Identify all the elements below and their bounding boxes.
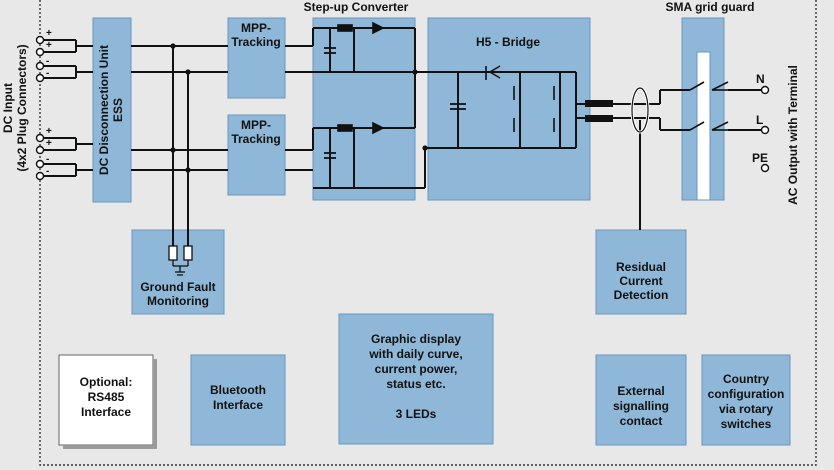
display-label-4: status etc.: [386, 377, 445, 391]
country-label-2: configuration: [708, 387, 785, 401]
current-sensor-ring: [631, 87, 649, 133]
rs485-label-2: RS485: [88, 390, 125, 404]
minus-sign-4: -: [46, 166, 49, 177]
plus-sign-1: +: [46, 28, 52, 39]
ext-signal-label-3: contact: [620, 414, 663, 428]
mpp-tracking-top-block: [227, 17, 286, 99]
minus-sign-1: -: [46, 56, 49, 67]
graphic-display-block: [338, 313, 494, 445]
ground-symbol: [172, 260, 189, 276]
grid-guard-slot: [696, 51, 711, 201]
display-label-5: 3 LEDs: [396, 407, 437, 421]
h5-bridge-title: H5 - Bridge: [476, 35, 540, 49]
country-label-1: Country: [723, 372, 769, 386]
rs485-shadow-right: [153, 359, 157, 449]
dc-disconnection-block: [92, 17, 132, 203]
ground-fault-label-2: Monitoring: [147, 294, 209, 308]
residual-label-1: Residual: [616, 260, 666, 274]
ground-fault-label-1: Ground Fault: [140, 280, 215, 294]
residual-current-block: [595, 229, 687, 315]
rs485-label-1: Optional:: [80, 375, 133, 389]
plus-sign-4: +: [46, 138, 52, 149]
step-up-capacitors: [324, 47, 466, 159]
residual-label-2: Current: [619, 274, 662, 288]
grid-guard-relays: [689, 81, 729, 131]
rs485-shadow-bottom: [63, 445, 157, 449]
grid-guard-title: SMA grid guard: [666, 0, 755, 14]
output-chokes: [585, 100, 613, 122]
mpp-tracking-bottom-block: [227, 114, 286, 196]
display-label-3: current power,: [375, 362, 458, 376]
dc-disconnect-label: DC Disconnection Unit: [97, 45, 111, 175]
country-label-3: via rotary: [719, 402, 773, 416]
bluetooth-label-1: Bluetooth: [210, 383, 266, 397]
bluetooth-block: [190, 354, 286, 446]
dc-input-label: DC Input: [1, 83, 15, 133]
external-signalling-block: [595, 354, 687, 446]
step-up-converter-block: [312, 17, 416, 201]
terminal-pe-label: PE: [752, 151, 768, 165]
dc-disconnect-sublabel: ESS: [111, 98, 125, 122]
terminal-l-label: L: [756, 113, 763, 127]
dc-wiring: [42, 27, 762, 246]
terminal-n-label: N: [756, 72, 765, 86]
display-label-2: with daily curve,: [368, 347, 462, 361]
device-frame: [39, 0, 817, 466]
mpp-bottom-label-1: MPP-: [241, 118, 271, 132]
ext-signal-label-1: External: [617, 384, 664, 398]
mpp-top-label-1: MPP-: [241, 21, 271, 35]
h5-switches: [485, 65, 555, 132]
step-up-components: [337, 21, 385, 135]
minus-sign-2: -: [46, 68, 49, 79]
input-connectors: [35, 35, 45, 181]
ext-signal-label-2: signalling: [613, 399, 669, 413]
plus-sign-3: +: [46, 126, 52, 137]
ac-output-label: AC Output with Terminal: [786, 65, 800, 205]
country-config-block: [701, 354, 791, 446]
dc-input-sublabel: (4x2 Plug Connectors): [15, 44, 29, 171]
mpp-bottom-label-2: Tracking: [231, 132, 280, 146]
rs485-label-3: Interface: [81, 405, 131, 419]
rs485-block: [58, 354, 154, 446]
minus-sign-3: -: [46, 154, 49, 165]
step-up-title: Step-up Converter: [304, 0, 409, 14]
plus-sign-2: +: [46, 40, 52, 51]
bluetooth-label-2: Interface: [213, 398, 263, 412]
country-label-4: switches: [721, 417, 772, 431]
output-terminals: [760, 85, 770, 173]
display-label-1: Graphic display: [371, 332, 461, 346]
residual-label-3: Detection: [614, 288, 669, 302]
junction-dots: [170, 43, 428, 173]
mpp-top-label-2: Tracking: [231, 35, 280, 49]
